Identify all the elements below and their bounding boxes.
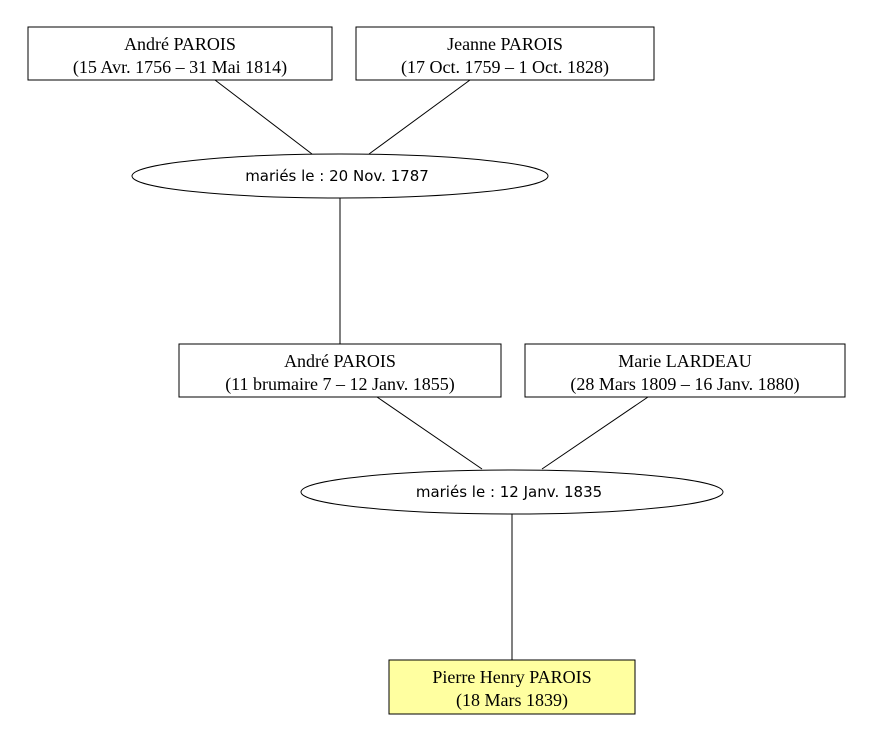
edge-marie-to-union-1835	[541, 396, 649, 470]
person-name: Pierre Henry PAROIS	[432, 667, 591, 687]
person-box	[27, 26, 333, 81]
union-label: mariés le : 20 Nov. 1787	[245, 167, 429, 185]
person-box	[355, 26, 655, 81]
person-dates: (11 brumaire 7 – 12 Janv. 1855)	[225, 374, 455, 395]
person-dates: (28 Mars 1809 – 16 Janv. 1880)	[570, 374, 799, 395]
person-name: Jeanne PAROIS	[447, 34, 563, 54]
person-dates: (17 Oct. 1759 – 1 Oct. 1828)	[401, 57, 609, 78]
person-box	[524, 343, 846, 398]
union-node-1835[interactable]: mariés le : 12 Janv. 1835	[300, 469, 724, 515]
person-name: Marie LARDEAU	[618, 351, 751, 371]
person-name: André PAROIS	[284, 351, 396, 371]
edge-andre-junior-to-union-1835	[376, 396, 483, 470]
union-label: mariés le : 12 Janv. 1835	[416, 483, 602, 501]
edge-jeanne-to-union-1787	[368, 79, 471, 155]
person-node-andre-senior[interactable]: André PAROIS (15 Avr. 1756 – 31 Mai 1814…	[27, 26, 333, 81]
person-node-pierre[interactable]: Pierre Henry PAROIS (18 Mars 1839)	[388, 659, 636, 715]
person-name: André PAROIS	[124, 34, 236, 54]
person-dates: (15 Avr. 1756 – 31 Mai 1814)	[73, 57, 287, 78]
edge-andre-senior-to-union-1787	[214, 79, 313, 155]
person-node-jeanne[interactable]: Jeanne PAROIS (17 Oct. 1759 – 1 Oct. 182…	[355, 26, 655, 81]
person-node-marie[interactable]: Marie LARDEAU (28 Mars 1809 – 16 Janv. 1…	[524, 343, 846, 398]
union-ellipse	[300, 469, 724, 515]
union-node-1787[interactable]: mariés le : 20 Nov. 1787	[131, 153, 549, 199]
person-node-andre-junior[interactable]: André PAROIS (11 brumaire 7 – 12 Janv. 1…	[178, 343, 502, 398]
person-box	[178, 343, 502, 398]
union-ellipse	[131, 153, 549, 199]
person-box-highlighted	[388, 659, 636, 715]
person-dates: (18 Mars 1839)	[456, 690, 568, 711]
